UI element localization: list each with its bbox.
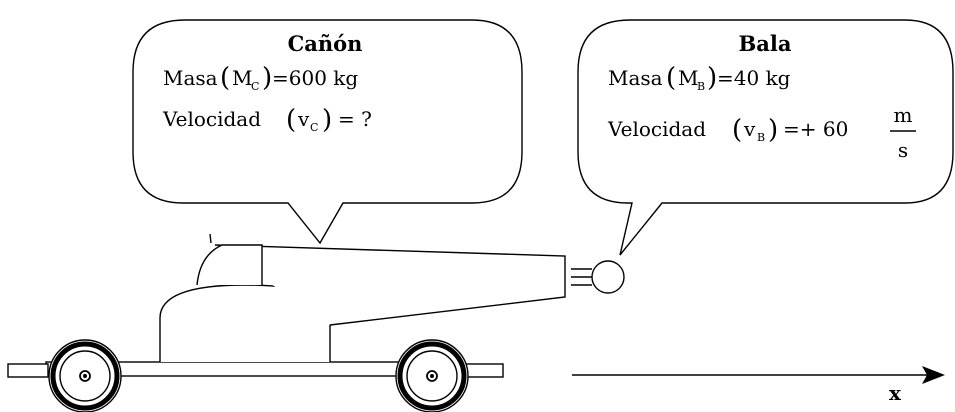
bullet-velocity-label: Velocidad: [607, 117, 706, 141]
bullet-velocity-symbol: v: [743, 117, 756, 141]
bullet-mass-paren-close: ): [707, 63, 717, 93]
cannon-mass-value: =600 kg: [272, 66, 358, 90]
cannon-velocity-paren-close: ): [322, 105, 332, 135]
cannon-velocity-paren-open: (: [286, 105, 296, 135]
rear-wheel: [48, 339, 122, 412]
cannon-mass-label: Masa: [163, 66, 218, 90]
x-axis-label: x: [889, 381, 902, 405]
cannon-bubble-outline: [132, 19, 523, 245]
x-axis-arrowhead: [922, 366, 945, 384]
front-wheel: [395, 339, 469, 412]
cannon-mass-paren-open: (: [220, 63, 230, 93]
cannon-speech-bubble: Cañón Masa ( M C ) =600 kg Velocidad ( v…: [132, 19, 523, 245]
cannon-mass-subscript: C: [251, 80, 259, 93]
cannon-fuse: [209, 233, 212, 244]
cannon-velocity-label: Velocidad: [162, 107, 261, 131]
bullet-mass-symbol: M: [678, 66, 698, 90]
bullet-velocity-value: =+ 60: [783, 117, 848, 141]
cannon-velocity-symbol: v: [297, 107, 310, 131]
cannon-barrel: [214, 244, 566, 326]
bullet-mass-paren-open: (: [666, 63, 676, 93]
bullet-unit-numerator: m: [894, 103, 913, 127]
bullet-mass-value: =40 kg: [717, 66, 791, 90]
bullet-mass-label: Masa: [608, 66, 663, 90]
cannon-velocity-value: = ?: [338, 107, 372, 131]
cannon-breech: [196, 244, 263, 286]
bullet-velocity-paren-close: ): [768, 115, 778, 145]
bullet-mass-subscript: B: [697, 80, 705, 93]
cannon-drawing: [7, 233, 566, 412]
cannon-bubble-title: Cañón: [288, 31, 363, 56]
bullet-velocity-paren-open: (: [732, 115, 742, 145]
bullet-bubble-title: Bala: [739, 31, 792, 56]
cannon-velocity-subscript: C: [310, 121, 318, 134]
chassis-rear-stub: [7, 363, 49, 378]
bullet-drawing: [571, 260, 625, 294]
cannon-mass-symbol: M: [232, 66, 252, 90]
bullet-circle: [591, 260, 625, 294]
bullet-unit-denominator: s: [898, 138, 908, 162]
x-axis: x: [572, 366, 945, 405]
bullet-speech-bubble: Bala Masa ( M B ) =40 kg Velocidad ( v B…: [577, 19, 954, 256]
cannon-mass-paren-close: ): [262, 63, 272, 93]
bullet-bubble-outline: [577, 19, 954, 256]
bullet-velocity-subscript: B: [757, 131, 765, 144]
